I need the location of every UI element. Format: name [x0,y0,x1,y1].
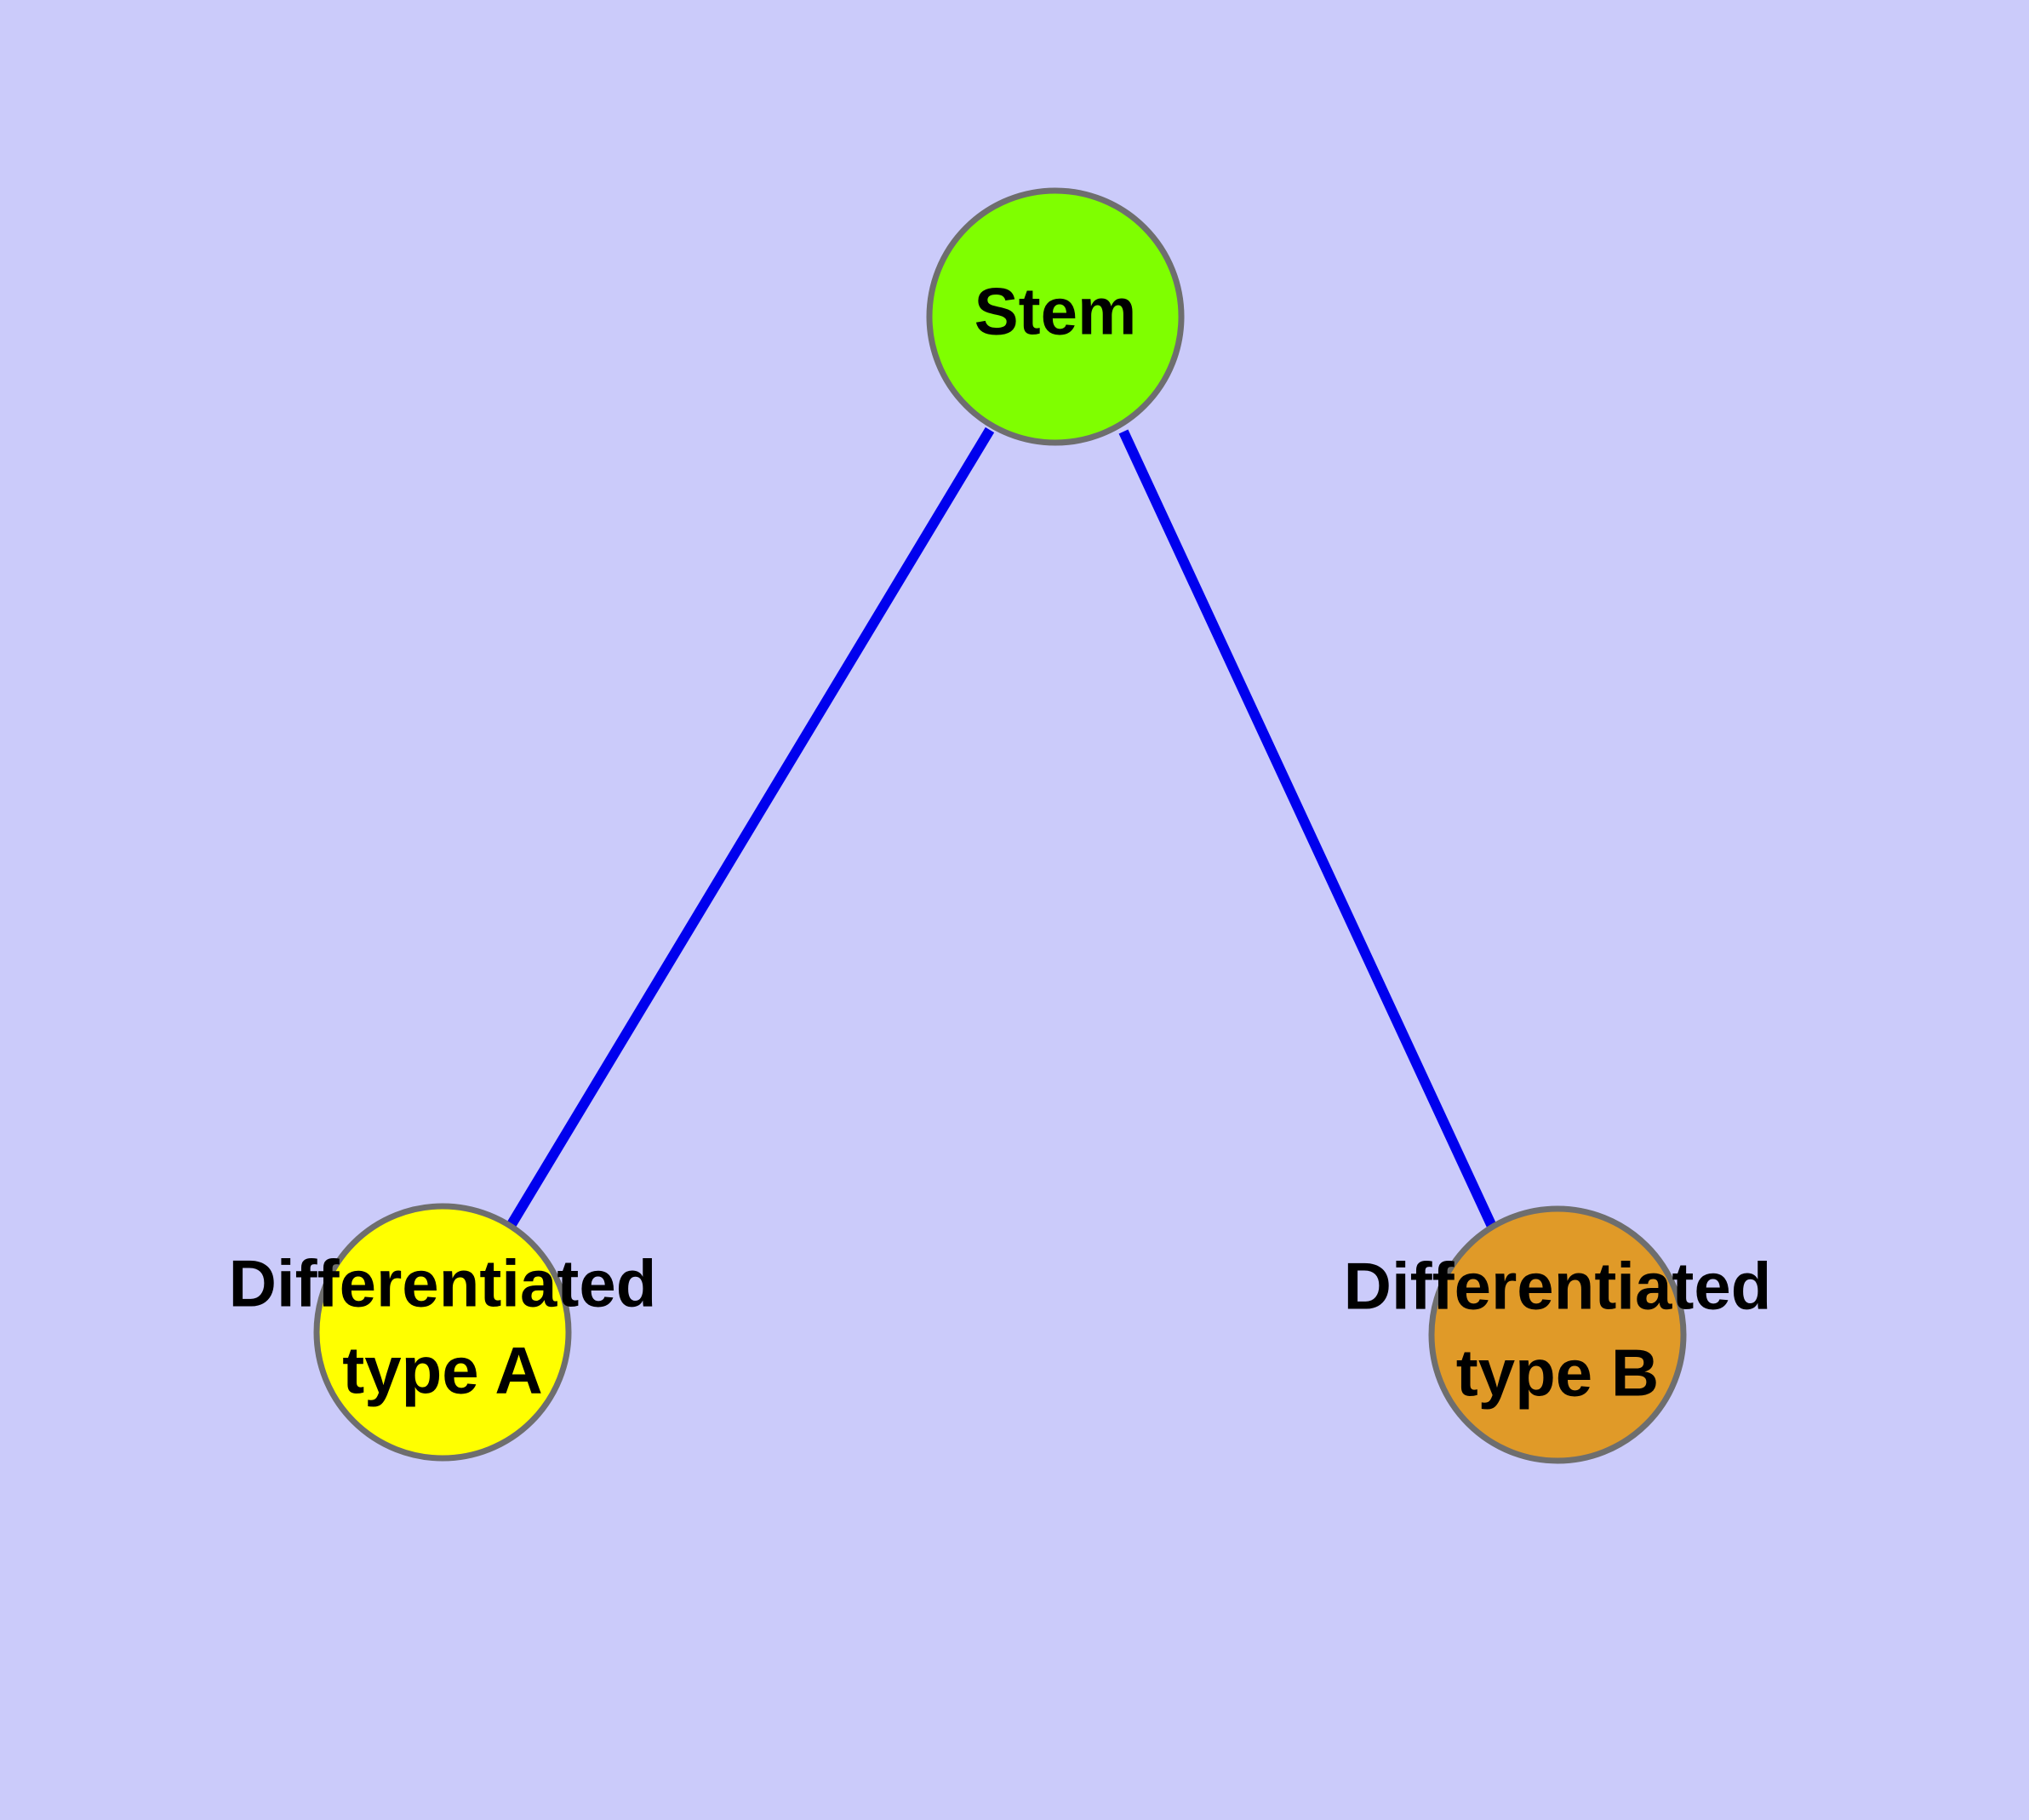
node-diff-b[interactable] [1428,1205,1687,1464]
node-diff-b-label-line2: type B [1456,1336,1659,1411]
node-stem-circle[interactable] [926,187,1185,446]
edge-layer [506,426,1499,1233]
node-diff-a-label-line2: type A [342,1333,543,1408]
node-diff-a[interactable] [313,1203,572,1462]
node-stem[interactable] [926,187,1185,446]
label-layer: Stem Differentiated type A Differentiate… [229,274,1772,1411]
node-diff-a-label-line1: Differentiated [229,1246,657,1321]
node-stem-label: Stem [974,274,1137,349]
node-diff-b-circle[interactable] [1428,1205,1687,1464]
edge-stem-to-diff-a[interactable] [506,426,995,1229]
edge-stem-to-diff-b[interactable] [1118,429,1499,1233]
node-diff-b-label-line1: Differentiated [1344,1249,1772,1324]
node-diff-a-circle[interactable] [313,1203,572,1462]
node-layer [313,187,1687,1464]
